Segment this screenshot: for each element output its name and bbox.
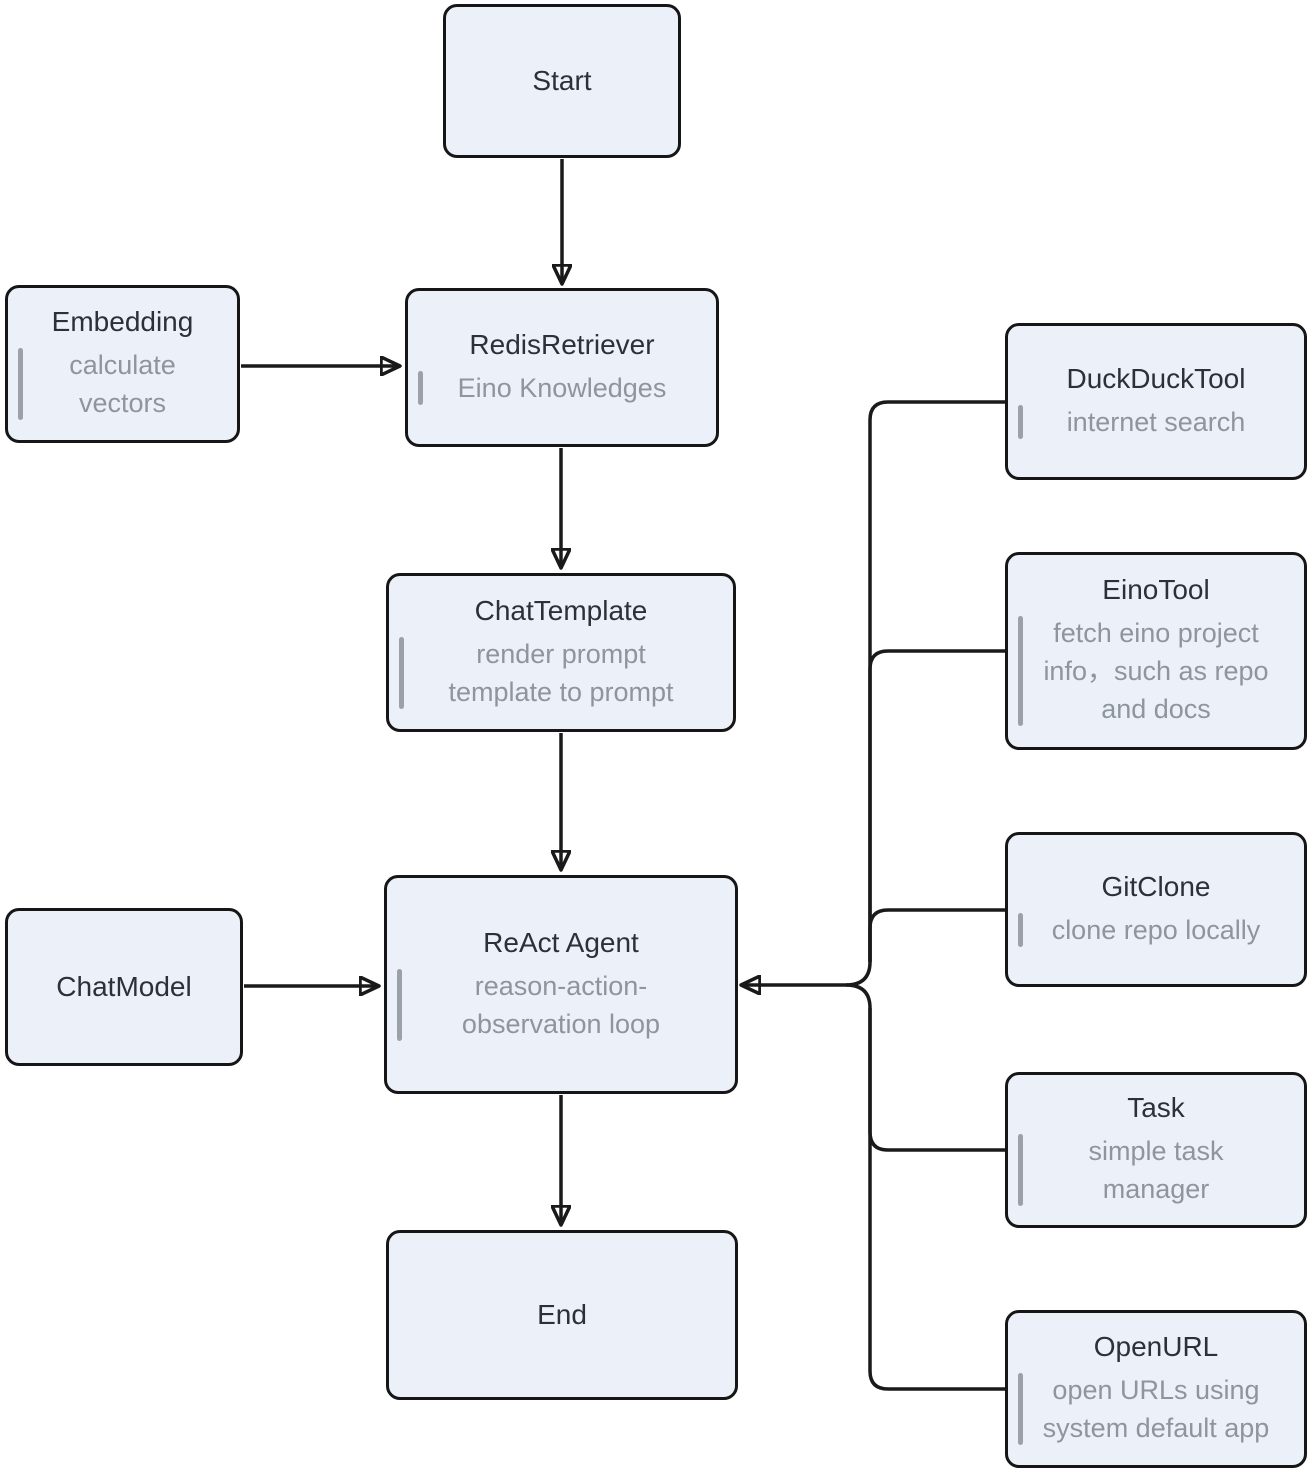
node-eino-tool-subtitle: fetch eino project info，such as repo and… [1018, 612, 1294, 730]
node-chat-model: ChatModel [5, 908, 243, 1066]
node-end: End [386, 1230, 738, 1400]
edge-task-branch [868, 1008, 1006, 1152]
node-git-clone-title: GitClone [1101, 870, 1211, 902]
edge-einotool-branch [868, 649, 1006, 962]
node-duckduck-tool-title: DuckDuckTool [1066, 362, 1246, 394]
node-react-agent: ReAct Agent reason-action- observation l… [384, 875, 738, 1094]
node-eino-tool: EinoTool fetch eino project info，such as… [1005, 552, 1307, 750]
edge-duckducktool-branch [868, 400, 1006, 962]
node-start-title: Start [532, 65, 592, 96]
edge-gitclone-branch [868, 908, 1006, 962]
edge-openurl-branch [868, 1008, 1006, 1391]
node-git-clone: GitClone clone repo locally [1005, 832, 1307, 987]
edge-tools-to-reactagent-arrow [741, 961, 872, 985]
node-task-title: Task [1127, 1092, 1185, 1123]
node-embedding-subtitle: calculate vectors [18, 344, 227, 424]
node-redis-retriever-subtitle: Eino Knowledges [418, 367, 706, 409]
node-task: Task simple task manager [1005, 1072, 1307, 1228]
node-redis-retriever: RedisRetriever Eino Knowledges [405, 288, 719, 447]
node-open-url-title: OpenURL [1093, 1331, 1219, 1362]
edge-tools-junction-lower-curve [845, 983, 872, 1009]
node-chat-template: ChatTemplate render prompt template to p… [386, 573, 736, 732]
node-open-url: OpenURL open URLs using system default a… [1005, 1310, 1307, 1468]
node-embedding-title: Embedding [51, 306, 194, 337]
node-open-url-subtitle: open URLs using system default app [1018, 1369, 1294, 1449]
node-eino-tool-title: EinoTool [1102, 574, 1210, 605]
node-chat-template-subtitle: render prompt template to prompt [399, 633, 723, 713]
node-redis-retriever-title: RedisRetriever [469, 328, 655, 360]
node-embedding: Embedding calculate vectors [5, 285, 240, 443]
node-duckduck-tool: DuckDuckTool internet search [1005, 323, 1307, 480]
node-react-agent-title: ReAct Agent [483, 926, 639, 958]
node-react-agent-subtitle: reason-action- observation loop [397, 965, 725, 1045]
node-chat-template-title: ChatTemplate [474, 594, 648, 626]
node-task-subtitle: simple task manager [1018, 1130, 1294, 1210]
node-duckduck-tool-subtitle: internet search [1018, 401, 1294, 443]
node-git-clone-subtitle: clone repo locally [1018, 909, 1294, 951]
node-start: Start [443, 4, 681, 158]
node-end-title: End [537, 1299, 587, 1330]
node-chat-model-title: ChatModel [56, 971, 192, 1002]
